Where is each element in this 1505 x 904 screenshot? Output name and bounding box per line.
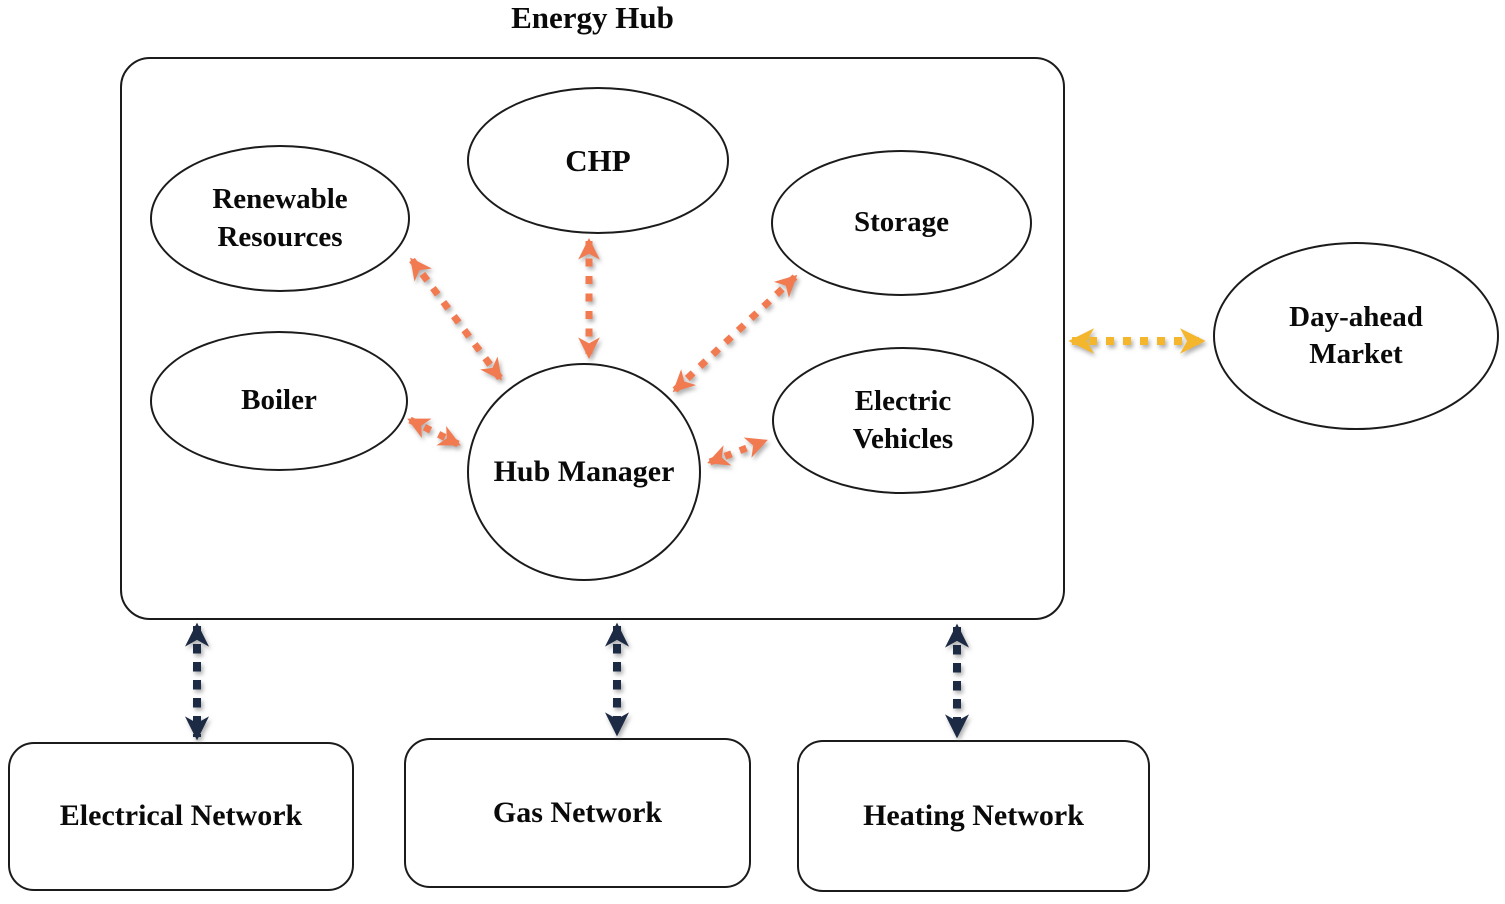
node-hub-manager: Hub Manager [467,363,701,581]
diagram-title: Energy Hub [511,0,674,35]
node-storage-label: Storage [853,206,950,239]
node-storage: Storage [771,150,1032,296]
node-chp: CHP [467,87,729,234]
node-heating-network-label: Heating Network [863,798,1084,832]
node-electrical-network: Electrical Network [8,742,354,891]
node-renewable-resources-label: Renewable Resources [212,183,348,253]
node-hub-manager-label: Hub Manager [493,454,675,488]
node-heating-network: Heating Network [797,740,1150,892]
node-electric-vehicles: Electric Vehicles [772,347,1034,494]
node-boiler: Boiler [150,331,408,471]
node-day-ahead-market-label: Day-ahead Market [1289,300,1423,370]
node-boiler-label: Boiler [241,384,317,417]
node-gas-network: Gas Network [404,738,751,888]
node-renewable-resources: Renewable Resources [150,145,410,292]
node-day-ahead-market: Day-ahead Market [1213,242,1499,430]
node-chp-label: CHP [565,142,631,178]
node-electric-vehicles-label: Electric Vehicles [852,385,954,455]
node-gas-network-label: Gas Network [492,795,663,829]
node-electrical-network-label: Electrical Network [59,799,303,833]
energy-hub-boundary [120,57,1065,620]
